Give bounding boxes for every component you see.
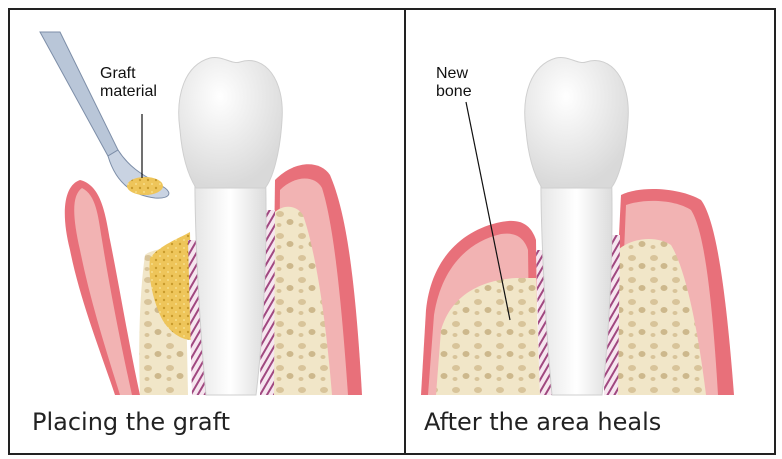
label-line-2: bone — [436, 83, 472, 101]
tooth-crown-healed — [525, 57, 629, 188]
tooth-root-healed — [541, 160, 612, 395]
tooth-root — [195, 160, 266, 395]
graft-material-scoop — [127, 177, 163, 195]
panel-placing-graft: Graft material Placing the graft — [8, 8, 406, 455]
label-line-2: material — [100, 83, 157, 101]
graft-placement-illustration — [10, 10, 406, 455]
graft-material-label: Graft material — [100, 65, 157, 101]
new-bone-label: New bone — [436, 65, 472, 101]
caption-placing-graft: Placing the graft — [32, 408, 230, 436]
label-line-1: New — [436, 65, 472, 83]
caption-after-healing: After the area heals — [424, 408, 661, 436]
label-line-1: Graft — [100, 65, 157, 83]
tooth-crown — [179, 57, 283, 188]
panel-after-healing: New bone After the area heals — [404, 8, 776, 455]
